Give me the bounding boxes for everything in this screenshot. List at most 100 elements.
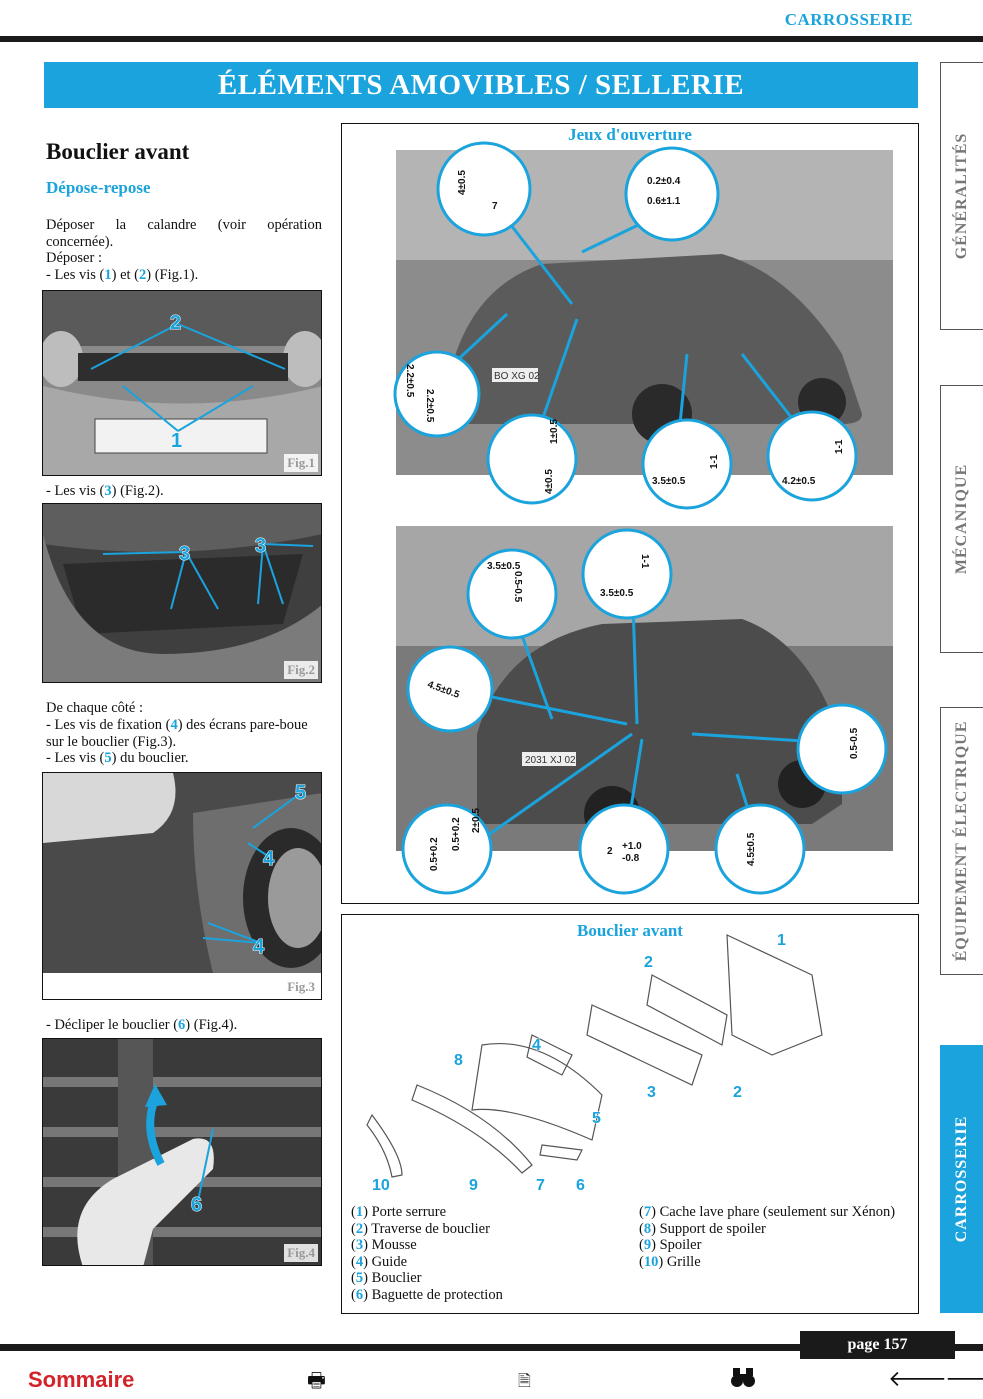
back-arrow-icon[interactable]: 🡐 (888, 1367, 947, 1392)
jeu-rear-1: 4±0.5 (457, 170, 468, 195)
figure-2-photo: 3 3 Fig.2 (42, 503, 322, 683)
bouclier-avant-frame: Bouclier avant 1 2 4 8 3 2 5 10 9 7 6 (1… (341, 914, 919, 1314)
bouclier-callout-9: 9 (469, 1177, 478, 1194)
page-title-banner: ÉLÉMENTS AMOVIBLES / SELLERIE (44, 62, 918, 108)
bouclier-callout-6: 6 (576, 1177, 585, 1194)
instruction-deposer: Déposer : (46, 250, 102, 266)
legend-item-5: (5) Bouclier (351, 1270, 422, 1286)
jeu-front-11: +1.0 (622, 841, 642, 852)
jeu-rear-10: 1-1 (709, 454, 720, 469)
figure-3-label: Fig.3 (284, 978, 318, 996)
rear-plate: BO XG 02 (494, 371, 540, 382)
legend-item-4: (4) Guide (351, 1253, 407, 1270)
sommaire-link[interactable]: Sommaire (28, 1367, 135, 1392)
bouclier-callout-2b: 2 (733, 1084, 742, 1101)
legend-right: (7) Cache lave phare (seulement sur Xéno… (639, 1204, 909, 1270)
callout-1: 1 (171, 430, 182, 452)
binoculars-icon[interactable] (731, 1366, 755, 1393)
callout-3b: 3 (255, 535, 266, 557)
figure-3-photo: 5 4 4 Fig.3 (42, 772, 322, 1000)
bouclier-callout-10: 10 (372, 1177, 390, 1194)
jeu-rear-4: 0.6±1.1 (647, 196, 681, 207)
jeu-front-8: 0.5+0.2 (451, 817, 462, 851)
tab-generalites[interactable]: GÉNÉRALITÉS (940, 62, 983, 330)
print-icon[interactable]: 🖶 (307, 1368, 326, 1392)
callout-3a: 3 (179, 543, 190, 565)
jeu-front-2: 0.5-0.5 (512, 571, 523, 603)
bouclier-exploded-diagram: 1 2 4 8 3 2 5 10 9 7 6 (366, 932, 823, 1195)
legend-item-9: (9) Spoiler (639, 1237, 702, 1253)
front-car-body (477, 619, 842, 824)
tab-carrosserie[interactable]: CARROSSERIE (940, 1045, 983, 1313)
instruction-chaque-cote: De chaque côté : (46, 700, 144, 716)
grille-part (366, 1113, 403, 1178)
jeu-front-3: 1-1 (639, 554, 650, 569)
jeu-front-9: 2±0.5 (471, 808, 482, 833)
callout-2: 2 (170, 312, 181, 334)
legend-item-1: (1) Porte serrure (351, 1204, 447, 1220)
mousse-part (586, 1004, 703, 1086)
instruction-calandre: Déposer la calandre (voir opération conc… (46, 217, 322, 250)
section-title: Bouclier avant (46, 139, 190, 164)
jeu-rear-12: 1-1 (834, 439, 845, 454)
header-category: CARROSSERIE (784, 10, 913, 29)
legend-item-2: (2) Traverse de bouclier (351, 1220, 490, 1237)
document-icon[interactable]: 🗎 (518, 1371, 531, 1390)
baguette-part (539, 1144, 583, 1161)
jeu-rear-9: 3.5±0.5 (652, 476, 686, 487)
instruction-vis-5: - Les vis (5) du bouclier. (46, 750, 189, 766)
figure-1-photo: 2 1 Fig.1 (42, 290, 322, 476)
bouclier-callout-4: 4 (532, 1037, 541, 1054)
jeu-rear-11: 4.2±0.5 (782, 476, 816, 487)
jeu-rear-3: 0.2±0.4 (647, 176, 681, 187)
front-plate: 2031 XJ 02 (525, 755, 576, 766)
bouclier-callout-5: 5 (592, 1110, 601, 1127)
callout-6: 6 (191, 1194, 202, 1216)
tab-mecanique[interactable]: MÉCANIQUE (940, 385, 983, 653)
instruction-vis-4: - Les vis de fixation (4) des écrans par… (46, 717, 308, 750)
bouclier-callout-2a: 2 (644, 954, 653, 971)
legend-item-8: (8) Support de spoiler (639, 1220, 766, 1237)
bottom-rule (0, 1344, 983, 1351)
jeu-front-6: 0.5-0.5 (849, 727, 860, 759)
jeu-front-1: 3.5±0.5 (487, 561, 521, 572)
callout-5: 5 (295, 782, 306, 804)
bouclier-callout-7: 7 (536, 1177, 545, 1194)
legend-left: (1) Porte serrure (2) Traverse de boucli… (351, 1204, 621, 1303)
bouclier-part (471, 1043, 603, 1141)
bouclier-callout-3: 3 (647, 1084, 656, 1101)
jeux-ouverture-title: Jeux d'ouverture (568, 125, 692, 144)
guide-part (526, 1034, 573, 1076)
jeu-rear-2: 7 (492, 201, 498, 212)
rear-car-body (442, 254, 862, 424)
page-number: page 157 (800, 1331, 955, 1359)
callout-4b: 4 (253, 936, 265, 958)
legend-item-3: (3) Mousse (351, 1237, 417, 1253)
porte-serrure-part (726, 934, 823, 1056)
legend-item-6: (6) Baguette de protection (351, 1286, 503, 1303)
forward-arrow-icon[interactable]: 🡒 (945, 1367, 983, 1392)
jeux-ouverture-frame: Jeux d'ouverture BO XG 02 2031 XJ 02 (341, 123, 919, 904)
instruction-vis-1-2: - Les vis (1) et (2) (Fig.1). (46, 267, 199, 283)
jeu-front-12: -0.8 (622, 853, 640, 864)
bouclier-callout-1: 1 (777, 932, 786, 949)
jeux-ouverture-diagram: BO XG 02 2031 XJ 02 (393, 141, 893, 895)
instruction-vis-3: - Les vis (3) (Fig.2). (46, 483, 164, 499)
tab-equipement-electrique[interactable]: ÉQUIPEMENT ÉLECTRIQUE (940, 707, 983, 975)
jeu-front-10: 2 (607, 846, 613, 857)
figure-2-label: Fig.2 (284, 661, 318, 679)
bouclier-avant-title: Bouclier avant (577, 921, 683, 940)
bouclier-callout-8: 8 (454, 1052, 463, 1069)
figure-4-label: Fig.4 (284, 1244, 318, 1262)
jeu-front-13: 4.5±0.5 (746, 832, 757, 866)
jeu-rear-8: 4±0.5 (544, 469, 555, 494)
legend-item-7: (7) Cache lave phare (seulement sur Xéno… (639, 1204, 896, 1220)
traverse-part (646, 974, 728, 1046)
jeu-rear-5: 2.2±0.5 (404, 364, 415, 398)
instruction-decliper: - Décliper le bouclier (6) (Fig.4). (46, 1017, 238, 1033)
jeu-rear-7: 1±0.5 (549, 419, 560, 444)
jeu-front-4: 3.5±0.5 (600, 588, 634, 599)
figure-1-label: Fig.1 (284, 454, 318, 472)
legend-item-10: (10) Grille (639, 1253, 701, 1270)
section-subtitle: Dépose-repose (46, 178, 151, 197)
